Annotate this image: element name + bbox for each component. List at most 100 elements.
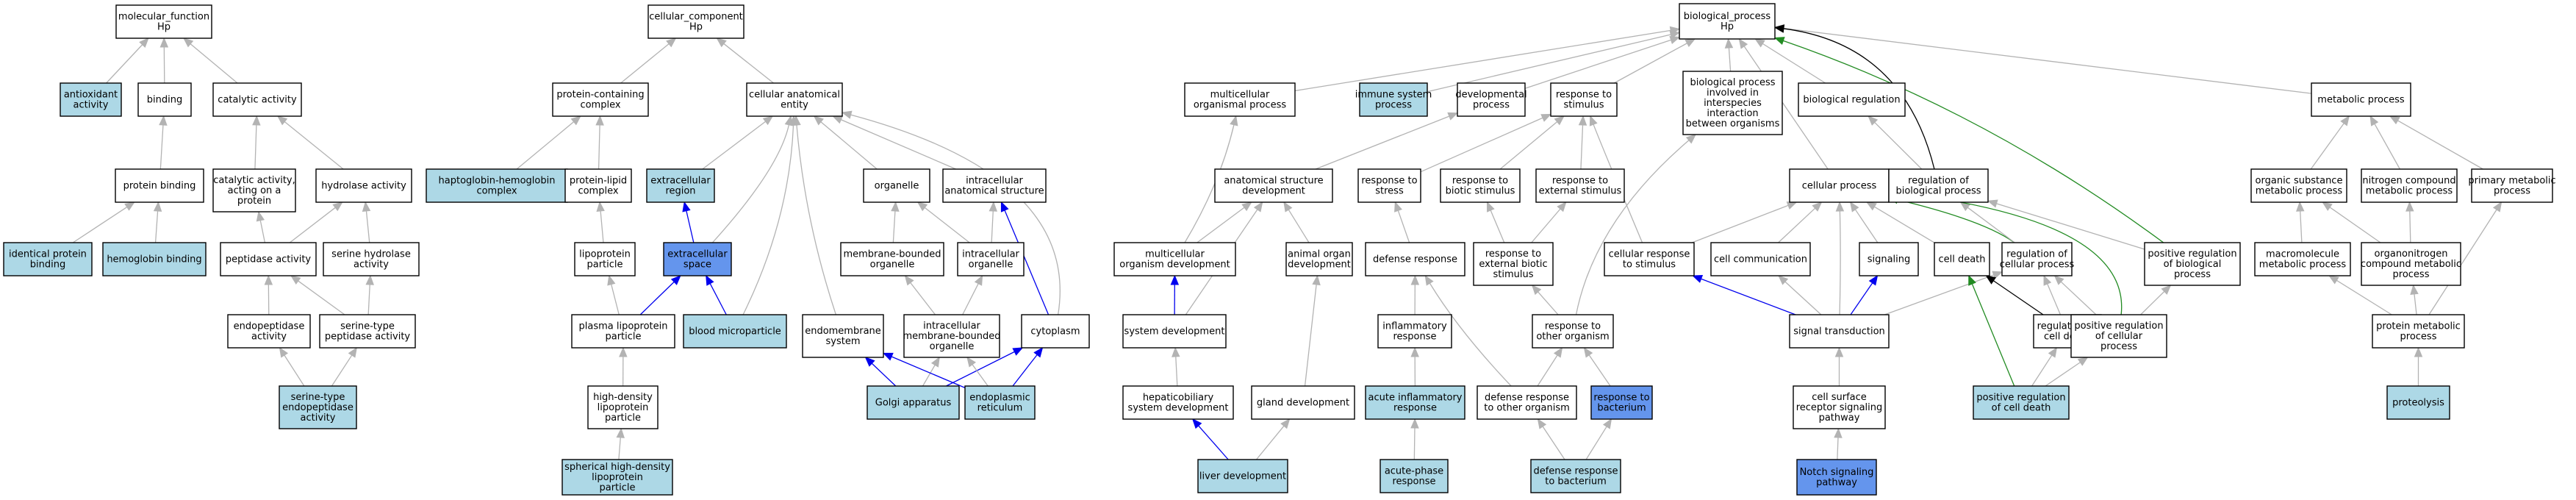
go-term-node-bioreg[interactable]: biological regulation <box>1798 82 1906 117</box>
go-term-node-proteolysis[interactable]: proteolysis <box>2386 385 2450 420</box>
edge-bioreg-to-bp <box>1754 38 1826 84</box>
go-term-node-peptid[interactable]: peptidase activity <box>220 242 317 276</box>
arrowhead <box>930 356 940 368</box>
go-term-node-golgi[interactable]: Golgi apparatus <box>867 385 960 420</box>
go-term-node-glanddev[interactable]: gland development <box>1251 385 1355 420</box>
arrowhead <box>1253 201 1263 213</box>
go-term-node-sigtrans[interactable]: signal transduction <box>1789 314 1890 349</box>
node-box <box>1532 314 1614 349</box>
go-term-node-defresp[interactable]: defense response <box>1365 242 1465 276</box>
go-term-node-catact[interactable]: catalytic activity <box>212 82 302 117</box>
go-term-node-celldeath[interactable]: cell death <box>1934 242 1990 276</box>
node-label-line: nitrogen compound <box>2362 175 2455 186</box>
arrowhead <box>1230 115 1238 126</box>
go-term-node-cytoplasm[interactable]: cytoplasm <box>1021 314 1090 349</box>
go-term-node-hemobind[interactable]: hemoglobin binding <box>102 242 207 276</box>
go-term-node-liverdev[interactable]: liver development <box>1197 459 1288 493</box>
go-term-node-cellproc[interactable]: cellular process <box>1789 168 1890 203</box>
go-term-node-signaling[interactable]: signaling <box>1859 242 1919 276</box>
go-term-node-sphdl[interactable]: spherical high-densitylipoproteinparticl… <box>562 459 673 496</box>
node-box <box>863 168 930 203</box>
go-term-node-metab[interactable]: metabolic process <box>2311 82 2411 117</box>
edge-hemobind-to-protbind <box>153 201 162 243</box>
node-box <box>942 168 1047 203</box>
go-term-node-hydro[interactable]: hydrolase activity <box>315 168 412 203</box>
go-term-node-protbind[interactable]: protein binding <box>115 168 204 203</box>
edge-posregcd-to-regcelldeath <box>2031 346 2058 387</box>
node-label-line: organelle <box>875 180 919 191</box>
go-term-node-organelle[interactable]: organelle <box>863 168 930 203</box>
node-label-line: protein binding <box>123 180 196 191</box>
go-term-node-bloodmicro[interactable]: blood microparticle <box>683 314 787 349</box>
go-term-node-cellcomm[interactable]: cell communication <box>1710 242 1811 276</box>
edge-posregbio-to-regbio <box>1987 199 2145 250</box>
go-term-node-binding[interactable]: binding <box>137 82 192 117</box>
go-term-node-sysdev[interactable]: system development <box>1122 314 1227 349</box>
node-box <box>564 168 632 203</box>
edge-golgi-to-endomem <box>864 357 897 387</box>
node-label-line: signaling <box>1868 254 1911 265</box>
edge-acuteinflam-to-inflam <box>1410 346 1419 387</box>
node-label-line: blood microparticle <box>689 326 781 337</box>
